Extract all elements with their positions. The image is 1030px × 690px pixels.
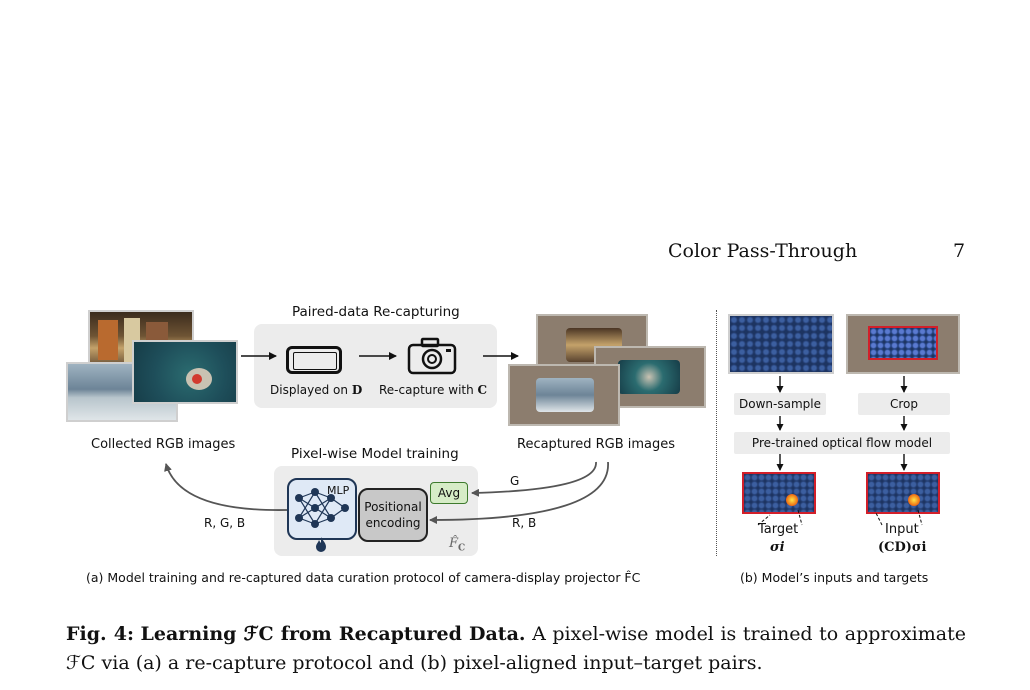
panel-b-caption: (b) Model’s inputs and targets	[740, 570, 929, 585]
blueberry-image	[728, 314, 834, 374]
paired-title: Paired-data Re-capturing	[292, 304, 460, 320]
crop-label: Crop	[889, 397, 918, 411]
blueberry-recaptured-image	[846, 314, 960, 374]
training-title: Pixel-wise Model training	[291, 446, 459, 462]
positional-encoding-label: Positional encoding	[364, 500, 422, 530]
figure-title: Learning ℱC from Recaptured Data.	[140, 623, 526, 645]
projector-letter: F̂	[449, 536, 459, 551]
flow-model-label: Pre-trained optical flow model	[751, 436, 933, 450]
display-symbol: D	[351, 383, 363, 397]
mlp-label: MLP	[327, 484, 350, 497]
panel-a-arrows	[164, 352, 609, 524]
displayed-on-text: Displayed on	[270, 383, 348, 397]
phone-icon	[286, 346, 342, 374]
recaptured-image-3	[508, 364, 620, 426]
figure-label: Fig. 4:	[66, 623, 134, 645]
running-title: Color Pass-Through	[668, 240, 858, 262]
mlp-box: MLP	[287, 478, 357, 540]
arrow-rb-to-encoding	[429, 461, 609, 524]
recapture-with-label: Re-capture with C	[379, 383, 487, 397]
input-label: Input	[885, 522, 919, 537]
panel-divider	[716, 310, 717, 556]
panel-b-arrows	[776, 376, 908, 471]
arrow-rb-label: R, B	[512, 516, 537, 530]
arrow-rgb-to-collected	[164, 463, 288, 511]
input-symbol: (CD)σi	[878, 540, 927, 555]
camera-symbol: C	[477, 383, 488, 397]
target-symbol: σi	[770, 540, 785, 555]
figure-caption: Fig. 4: Learning ℱC from Recaptured Data…	[66, 620, 966, 678]
displayed-on-label: Displayed on D	[270, 383, 362, 397]
figure-text: A pixel-wise model is trained to approxi…	[66, 623, 966, 674]
collected-image-aerial	[132, 340, 238, 404]
flow-model-box: Pre-trained optical flow model	[734, 432, 950, 454]
avg-box: Avg	[430, 482, 468, 504]
downsample-label: Down-sample	[739, 397, 821, 411]
paired-recapture-box	[254, 324, 497, 408]
crop-box: Crop	[858, 393, 950, 415]
avg-label: Avg	[437, 486, 461, 500]
projector-symbol: F̂C	[449, 536, 465, 554]
pointer-lines	[757, 509, 923, 526]
page-header: Color Pass-Through 7	[0, 240, 1030, 268]
recaptured-label: Recaptured RGB images	[517, 437, 676, 452]
mlp-network-icon	[295, 488, 349, 528]
arrow-g-label: G	[510, 474, 520, 488]
collected-label: Collected RGB images	[91, 437, 236, 452]
recapture-with-text: Re-capture with	[379, 383, 474, 397]
input-image	[866, 472, 940, 514]
target-label: Target	[758, 522, 799, 537]
target-image	[742, 472, 816, 514]
arrow-g-to-avg	[471, 461, 597, 497]
recaptured-image-2	[594, 346, 706, 408]
flame-icon	[316, 537, 326, 552]
arrow-rgb-label: R, G, B	[204, 516, 246, 530]
page-number: 7	[953, 240, 966, 262]
camera-icon	[407, 337, 457, 375]
panel-a-caption: (a) Model training and re-captured data …	[86, 570, 641, 585]
downsample-box: Down-sample	[734, 393, 826, 415]
positional-encoding-box: Positional encoding	[358, 488, 428, 542]
projector-subscript: C	[458, 543, 466, 554]
